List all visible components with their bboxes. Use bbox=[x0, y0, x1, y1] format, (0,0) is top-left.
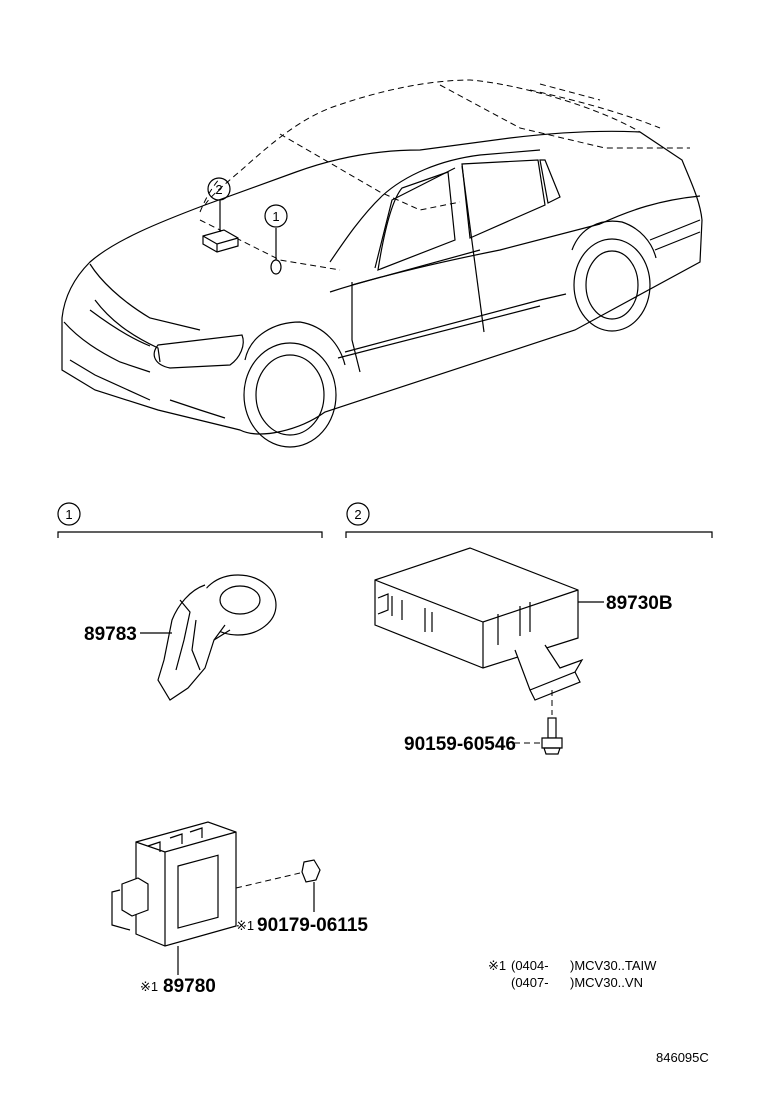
mark-89780: ※1 bbox=[140, 979, 158, 994]
group-1-header: 1 bbox=[57, 502, 323, 538]
svg-text:1: 1 bbox=[272, 209, 279, 224]
car-illustration bbox=[61, 79, 703, 448]
part-label-89783: 89783 bbox=[84, 624, 137, 645]
part-89783-drawing bbox=[157, 574, 277, 701]
note-1-range: (0404- bbox=[511, 958, 549, 973]
part-90159-bolt-drawing bbox=[541, 690, 563, 755]
note-1-mark: ※1 bbox=[488, 958, 506, 973]
mark-90179: ※1 bbox=[236, 918, 254, 933]
svg-text:1: 1 bbox=[65, 507, 72, 522]
part-label-90179-06115: 90179-06115 bbox=[257, 915, 368, 936]
figure-code: 846095C bbox=[656, 1050, 709, 1065]
part-label-89780: 89780 bbox=[163, 976, 216, 997]
note-2-model: )MCV30..VN bbox=[570, 975, 643, 990]
applicability-notes: ※1 (0404- )MCV30..TAIW (0407- )MCV30..VN bbox=[488, 958, 657, 990]
note-2-range: (0407- bbox=[511, 975, 549, 990]
note-1-model: )MCV30..TAIW bbox=[570, 958, 657, 973]
part-89730B-drawing bbox=[374, 547, 584, 701]
part-90179-clip-drawing bbox=[235, 859, 321, 912]
callout-car-2: 2 bbox=[207, 177, 231, 201]
part-89780-drawing bbox=[111, 821, 237, 947]
callout-car-1: 1 bbox=[264, 204, 288, 228]
svg-text:2: 2 bbox=[215, 182, 222, 197]
group-2-header: 2 bbox=[345, 502, 713, 538]
part-label-90159-60546: 90159-60546 bbox=[404, 734, 516, 755]
part-label-89730B: 89730B bbox=[606, 593, 673, 614]
svg-text:2: 2 bbox=[354, 507, 361, 522]
